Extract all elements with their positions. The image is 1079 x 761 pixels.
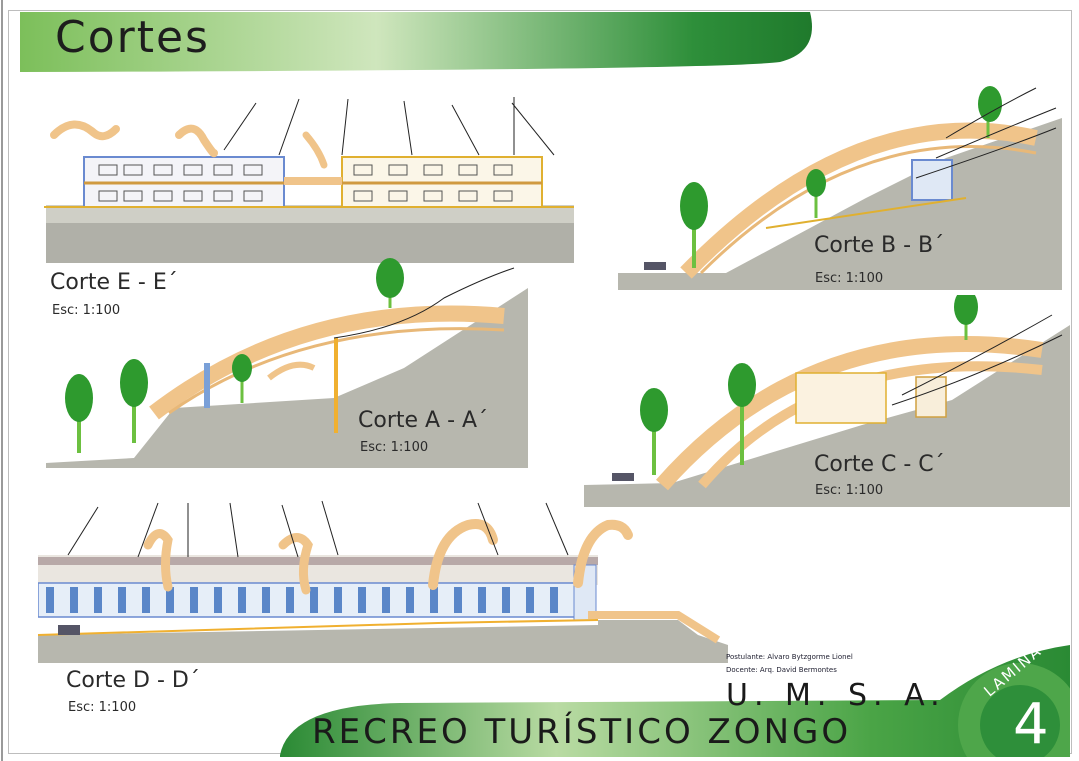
credits-student: Postulante: Alvaro Bytzgorme Lionel bbox=[726, 653, 853, 661]
left-border-line bbox=[1, 0, 3, 761]
section-e-drawing bbox=[44, 97, 574, 263]
section-a-title: Corte A - A´ bbox=[358, 408, 489, 433]
section-d-drawing bbox=[38, 500, 728, 663]
footer-band bbox=[280, 645, 1070, 757]
section-a-scale: Esc: 1:100 bbox=[360, 440, 429, 455]
project-title: RECREO TURÍSTICO ZONGO bbox=[312, 712, 852, 752]
section-e-scale: Esc: 1:100 bbox=[52, 303, 121, 318]
section-a-drawing bbox=[46, 258, 528, 468]
page-title: Cortes bbox=[55, 12, 210, 63]
section-c-drawing bbox=[584, 295, 1070, 507]
sheet-number: 4 bbox=[1013, 692, 1049, 757]
section-d-title: Corte D - D´ bbox=[66, 668, 200, 693]
title-band bbox=[20, 12, 812, 72]
university-name: U. M. S. A. bbox=[726, 678, 946, 713]
section-e-title: Corte E - E´ bbox=[50, 270, 178, 295]
credits-teacher: Docente: Arq. David Bermontes bbox=[726, 666, 837, 674]
section-b-title: Corte B - B´ bbox=[814, 233, 945, 258]
section-c-title: Corte C - C´ bbox=[814, 452, 945, 477]
section-b-drawing bbox=[618, 86, 1062, 290]
section-c-scale: Esc: 1:100 bbox=[815, 483, 884, 498]
section-b-scale: Esc: 1:100 bbox=[815, 271, 884, 286]
section-d-scale: Esc: 1:100 bbox=[68, 700, 137, 715]
